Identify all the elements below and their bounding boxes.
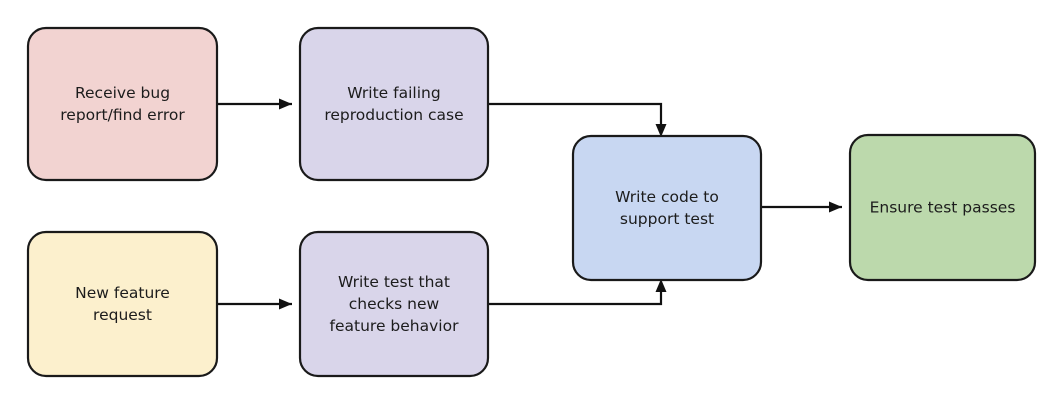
edge-write-failing-to-write-code-line [488,102,663,128]
node-new-feature-request-box[interactable] [26,230,219,378]
edge-write-failing-to-write-code [488,102,667,137]
node-ensure-test-passes-label-line-0: Ensure test passes [870,198,1016,216]
node-write-code-to-support-test-label-line-0: Write code to [615,188,719,206]
node-new-feature-request-label: New feature request [75,284,170,324]
edge-write-test-to-write-code [488,279,667,306]
node-ensure-test-passes[interactable]: Ensure test passes [848,133,1037,282]
nodes-layer: Receive bug report/find error Write failin… [26,26,1037,378]
edge-new-feature-to-write-test [217,298,292,310]
node-write-code-to-support-test-label-line-1: support test [620,210,714,228]
edges-layer [217,98,842,310]
node-ensure-test-passes-label: Ensure test passes [870,198,1016,216]
node-write-test-checks-new-feature-label-line-2: feature behavior [330,317,460,335]
edge-receive-bug-to-write-failing-arrowhead-icon [279,98,292,110]
node-receive-bug-report-box[interactable] [26,26,219,182]
node-new-feature-request-label-line-1: request [93,306,152,324]
node-new-feature-request[interactable]: New feature request [26,230,219,378]
node-write-test-checks-new-feature-label: Write test that checks new feature behavio… [330,273,460,335]
edge-new-feature-to-write-test-arrowhead-icon [279,298,292,310]
node-write-code-to-support-test-box[interactable] [571,134,763,282]
edge-write-code-to-ensure-pass [761,201,842,213]
node-receive-bug-report-label-line-0: Receive bug [75,84,170,102]
node-receive-bug-report[interactable]: Receive bug report/find error [26,26,219,182]
node-ensure-test-passes-box[interactable] [848,133,1037,282]
edge-write-failing-to-write-code-arrowhead-icon [655,124,667,137]
node-new-feature-request-label-line-0: New feature [75,284,170,302]
node-receive-bug-report-label-line-1: report/find error [60,106,185,124]
node-write-failing-reproduction-case-label-line-1: reproduction case [324,106,463,124]
node-write-failing-reproduction-case-box[interactable] [298,26,490,182]
node-write-failing-reproduction-case-label-line-0: Write failing [347,84,440,102]
node-write-code-to-support-test[interactable]: Write code to support test [571,134,763,282]
edge-write-test-to-write-code-line [488,290,663,306]
node-write-test-checks-new-feature[interactable]: Write test that checks new feature behavio… [298,230,490,378]
node-write-test-checks-new-feature-label-line-1: checks new [349,295,440,313]
edge-write-code-to-ensure-pass-arrowhead-icon [829,201,842,213]
node-receive-bug-report-label: Receive bug report/find error [60,84,185,124]
edge-write-test-to-write-code-arrowhead-icon [655,279,667,292]
node-write-test-checks-new-feature-label-line-0: Write test that [338,273,450,291]
node-write-failing-reproduction-case[interactable]: Write failing reproduction case [298,26,490,182]
node-write-code-to-support-test-label: Write code to support test [615,188,719,228]
node-write-test-checks-new-feature-box[interactable] [298,230,490,378]
node-write-failing-reproduction-case-label: Write failing reproduction case [324,84,463,124]
edge-receive-bug-to-write-failing [217,98,292,110]
